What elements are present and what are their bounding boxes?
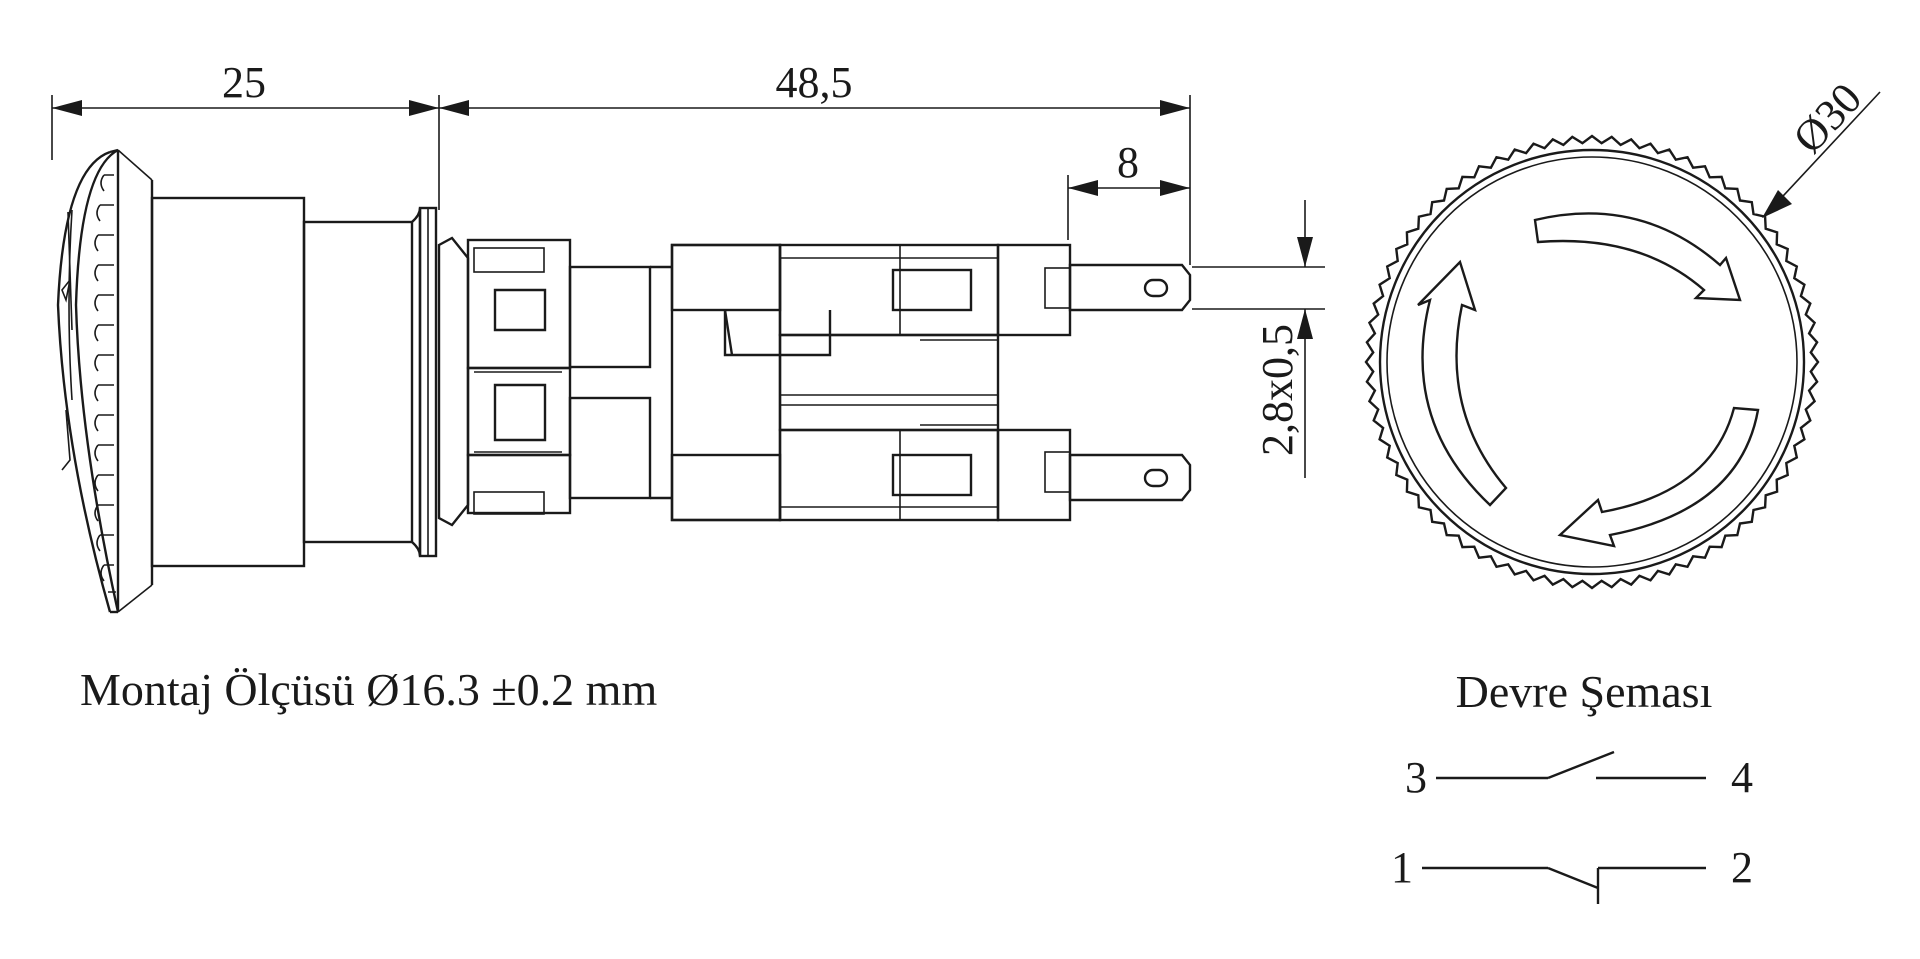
pin-2-label: 2 [1731,843,1753,892]
pin-3-label: 3 [1405,753,1427,802]
dim-diameter-text: Ø30 [1784,74,1872,163]
dim-body-length-text: 48,5 [776,58,853,107]
actuator-body [150,196,438,568]
coupling-neck [568,265,672,500]
knob-serrated-edge [1364,134,1820,590]
pin-1-label: 1 [1391,843,1413,892]
front-view: Ø30 [1364,74,1881,590]
mounting-size-label: Montaj Ölçüsü Ø16.3 ±0.2 mm [80,664,657,715]
dim-terminal-length-text: 8 [1117,138,1139,187]
contact-block [670,243,1072,522]
circuit-diagram-title: Devre Şeması [1456,666,1713,717]
terminal-upper [1068,263,1192,312]
dimension-terminal-size: 2,8x0,5 [1192,200,1325,478]
dimension-body-length: 48,5 [439,58,1191,265]
normally-open-contact: 3 4 [1405,750,1753,802]
dim-terminal-size-text: 2,8x0,5 [1253,324,1302,456]
dimension-terminal-length: 8 [1067,138,1190,240]
normally-closed-contact: 1 2 [1391,843,1753,904]
terminal-lower [1068,453,1192,502]
rotate-arrow-icons [1417,212,1760,548]
serration-lines [94,174,116,593]
dim-head-length-text: 25 [222,58,266,107]
dimension-diameter: Ø30 [1762,74,1881,218]
pin-4-label: 4 [1731,753,1753,802]
circuit-diagram: 3 4 1 2 [1391,750,1753,904]
mounting-nut [437,236,572,527]
button-head-side [56,148,154,614]
dimension-head-length: 25 [51,58,440,210]
